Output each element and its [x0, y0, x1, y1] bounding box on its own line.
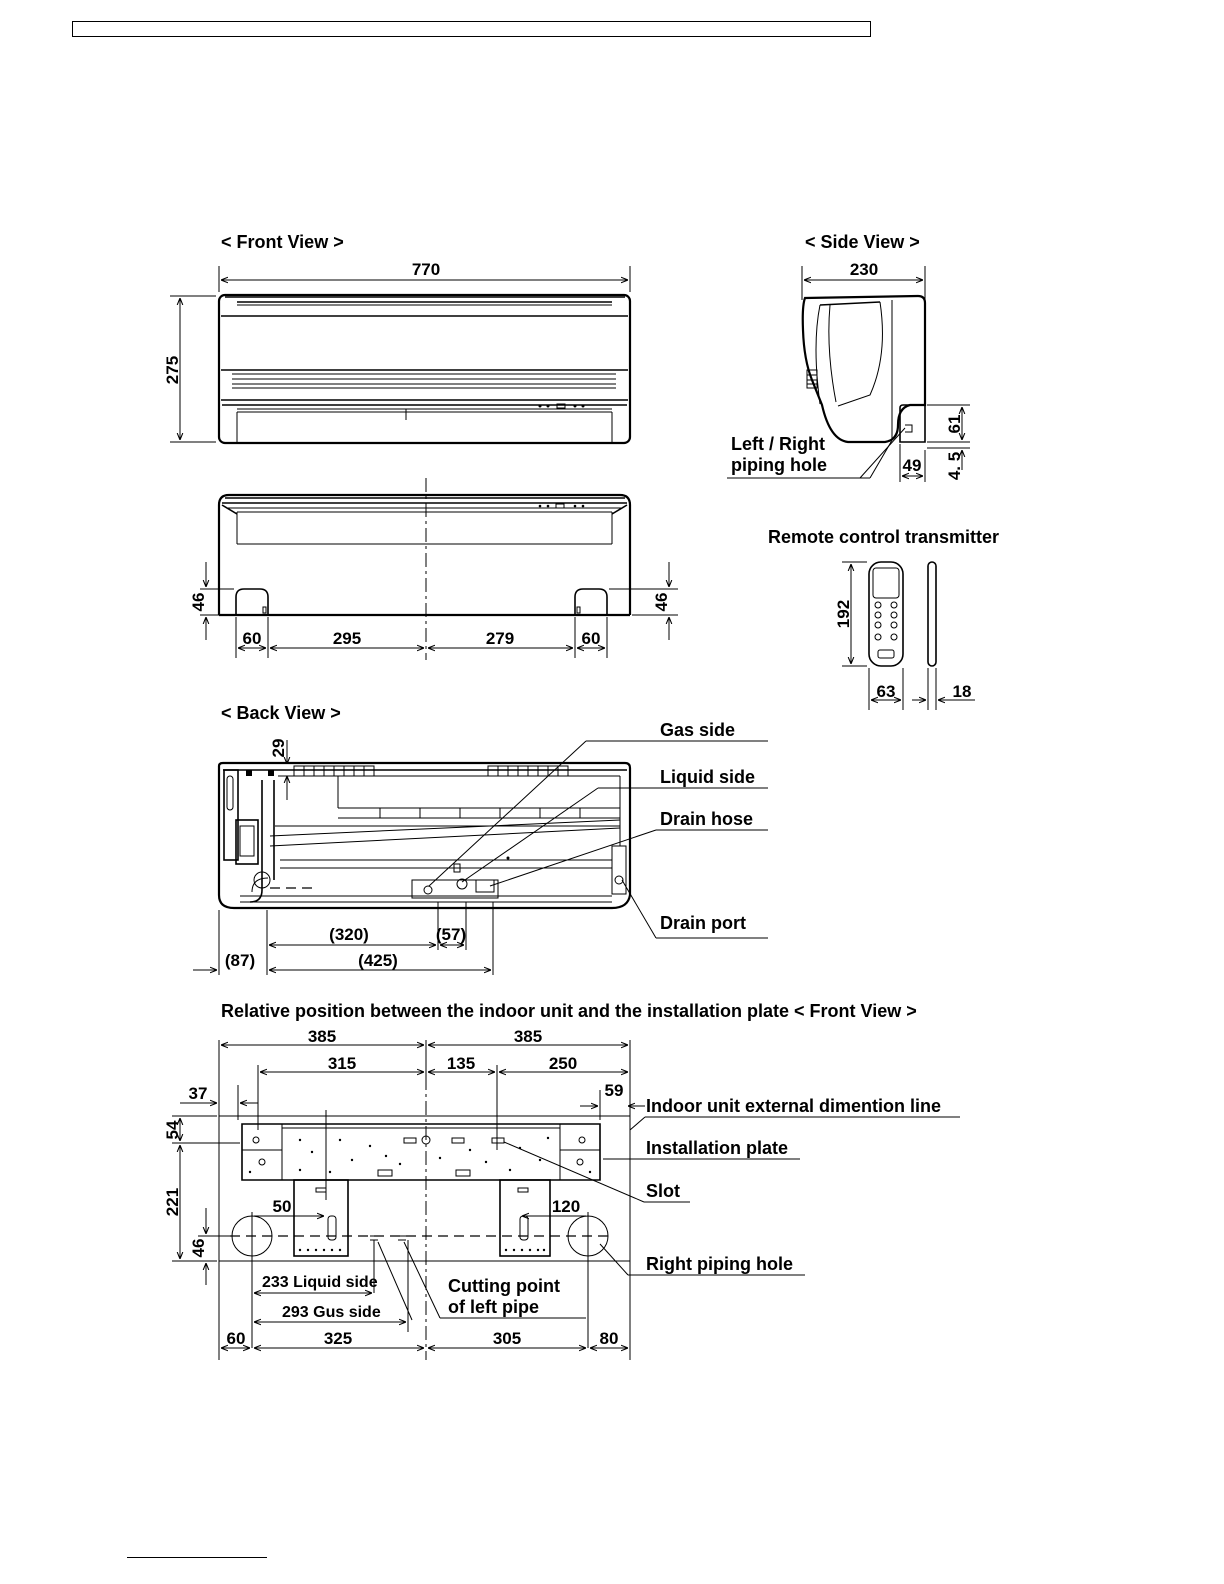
side-view-title: < Side View > — [805, 232, 920, 252]
plate-dim-46: 46 — [189, 1239, 208, 1258]
side-hole-bottom-dim: 4. 5 — [945, 452, 964, 480]
remote-thickness-dim: 18 — [953, 682, 972, 701]
front-view: < Front View > 770 275 — [163, 232, 632, 445]
plate-dim-135: 135 — [447, 1054, 475, 1073]
front-height-dim: 275 — [163, 356, 182, 384]
plate-dim-37: 37 — [189, 1084, 208, 1103]
back-dim-425: (425) — [358, 951, 398, 970]
liquid-side-dim-label: 233 Liquid side — [262, 1274, 378, 1291]
header-box — [72, 21, 871, 37]
bottom-right-height-dim: 46 — [652, 593, 671, 612]
plate-dim-right-half: 385 — [514, 1027, 542, 1046]
drain-hose-label: Drain hose — [660, 809, 753, 829]
plate-bottom-dim-3: 305 — [493, 1329, 521, 1348]
cutting-point-label-2: of left pipe — [448, 1297, 539, 1317]
remote-control: Remote control transmitter 192 63 18 — [768, 527, 999, 710]
slot-label: Slot — [646, 1181, 680, 1201]
plate-dim-50: 50 — [273, 1197, 292, 1216]
plate-dim-left-half: 385 — [308, 1027, 336, 1046]
back-dim-87: (87) — [225, 951, 255, 970]
plate-dim-54: 54 — [163, 1120, 182, 1139]
plate-dim-120: 120 — [552, 1197, 580, 1216]
right-piping-hole-label: Right piping hole — [646, 1254, 793, 1274]
back-dim-320: (320) — [329, 925, 369, 944]
plate-bottom-dim-2: 325 — [324, 1329, 352, 1348]
back-view-title: < Back View > — [221, 703, 341, 723]
plate-bottom-dim-1: 60 — [227, 1329, 246, 1348]
plate-view-title: Relative position between the indoor uni… — [221, 1001, 917, 1021]
gas-side-label: Gas side — [660, 720, 735, 740]
cutting-point-label-1: Cutting point — [448, 1276, 560, 1296]
bottom-dim-3: 279 — [486, 629, 514, 648]
side-hole-offset-dim: 49 — [903, 456, 922, 475]
drain-port-label: Drain port — [660, 913, 746, 933]
side-hole-height-dim: 61 — [945, 415, 964, 434]
bottom-dim-1: 60 — [243, 629, 262, 648]
side-depth-dim: 230 — [850, 260, 878, 279]
external-line-label: Indoor unit external dimention line — [646, 1096, 941, 1116]
remote-height-dim: 192 — [834, 600, 853, 628]
back-dim-57: (57) — [436, 925, 466, 944]
plate-bottom-dim-4: 80 — [600, 1329, 619, 1348]
front-width-dim: 770 — [412, 260, 440, 279]
bottom-dim-4: 60 — [582, 629, 601, 648]
side-view: < Side View > 230 61 4. 5 49 — [727, 232, 970, 482]
bottom-view: 46 46 60 295 279 60 — [189, 478, 678, 660]
plate-dim-59: 59 — [605, 1081, 624, 1100]
plate-dim-315: 315 — [328, 1054, 356, 1073]
bottom-dim-2: 295 — [333, 629, 361, 648]
plate-view: Relative position between the indoor uni… — [163, 1001, 960, 1360]
remote-title: Remote control transmitter — [768, 527, 999, 547]
installation-plate-label: Installation plate — [646, 1138, 788, 1158]
liquid-side-label: Liquid side — [660, 767, 755, 787]
plate-dim-221: 221 — [163, 1188, 182, 1216]
plate-dim-250: 250 — [549, 1054, 577, 1073]
bottom-left-height-dim: 46 — [189, 593, 208, 612]
piping-hole-label-1: Left / Right — [731, 434, 825, 454]
back-view: < Back View > 29 — [193, 703, 768, 975]
remote-width-dim: 63 — [877, 682, 896, 701]
front-view-title: < Front View > — [221, 232, 344, 252]
piping-hole-label-2: piping hole — [731, 455, 827, 475]
footer-line — [127, 1557, 267, 1558]
gus-side-dim-label: 293 Gus side — [282, 1304, 381, 1321]
back-top-offset-dim: 29 — [269, 739, 288, 758]
